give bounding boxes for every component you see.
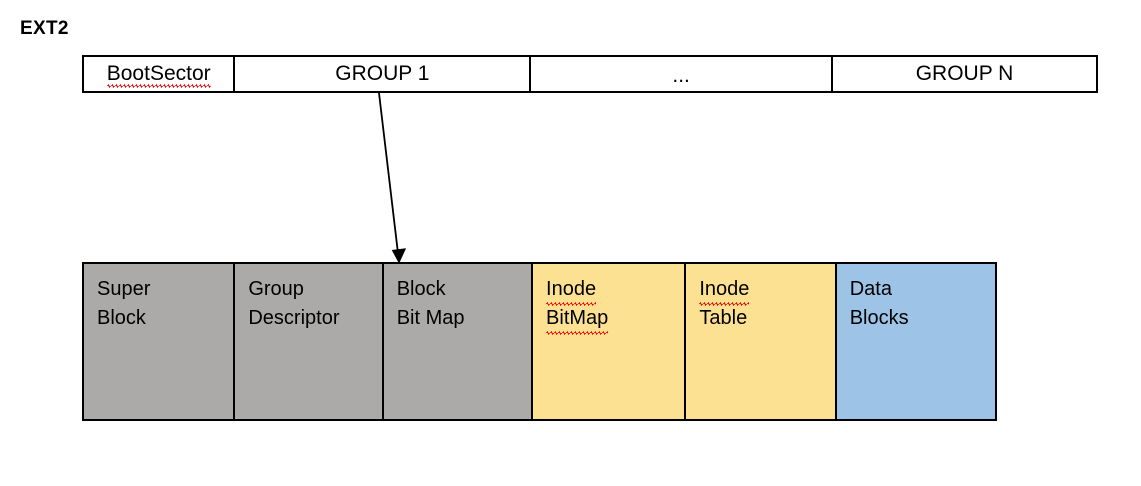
disk-cell-group-1[interactable]: GROUP 1 — [235, 57, 532, 91]
block-group-cell-data-blocks-line2: Blocks — [849, 307, 909, 329]
disk-cell-group-n[interactable]: GROUP N — [833, 57, 1096, 91]
arrow-head-icon — [391, 248, 407, 264]
block-group-cell-inode-bitmap[interactable]: Inode BitMap — [533, 264, 687, 419]
disk-cell-group-1-label: GROUP 1 — [335, 62, 430, 85]
disk-layout-row: BootSector GROUP 1 ... GROUP N — [82, 55, 1098, 93]
disk-cell-bootsector[interactable]: BootSector — [84, 57, 236, 91]
block-group-cell-super-block-line2: Block — [97, 307, 146, 329]
block-group-cell-block-bitmap[interactable]: Block Bit Map — [383, 264, 534, 419]
disk-cell-ellipsis-label: ... — [672, 64, 690, 87]
block-group-cell-inode-table-line2: Table — [699, 307, 748, 329]
block-group-cell-group-descriptor[interactable]: Group Descriptor — [235, 264, 384, 419]
block-group-row: Super Block Group Descriptor Block Bit M… — [82, 262, 997, 421]
block-group-cell-inode-table[interactable]: Inode Table — [686, 264, 837, 419]
block-group-cell-group-descriptor-line2: Descriptor — [248, 307, 340, 329]
block-group-cell-inode-bitmap-line1: Inode — [546, 275, 597, 306]
block-group-cell-data-blocks[interactable]: Data Blocks — [836, 264, 996, 419]
diagram-title: EXT2 — [20, 18, 69, 39]
arrow-shaft — [378, 92, 400, 256]
block-group-cell-block-bitmap-line1: Block — [396, 278, 446, 300]
block-group-cell-data-blocks-line1: Data — [849, 278, 892, 300]
block-group-cell-super-block[interactable]: Super Block — [84, 264, 236, 419]
block-group-cell-super-block-line1: Super — [97, 278, 151, 300]
disk-cell-ellipsis[interactable]: ... — [531, 57, 834, 91]
block-group-cell-inode-table-line1: Inode — [699, 275, 750, 306]
group1-expansion-arrow — [378, 92, 407, 264]
disk-cell-group-n-label: GROUP N — [915, 62, 1014, 85]
block-group-cell-inode-bitmap-line2: BitMap — [546, 304, 609, 335]
block-group-cell-block-bitmap-line2: Bit Map — [396, 307, 465, 329]
block-group-cell-group-descriptor-line1: Group — [248, 278, 304, 300]
disk-cell-bootsector-label: BootSector — [106, 62, 211, 88]
